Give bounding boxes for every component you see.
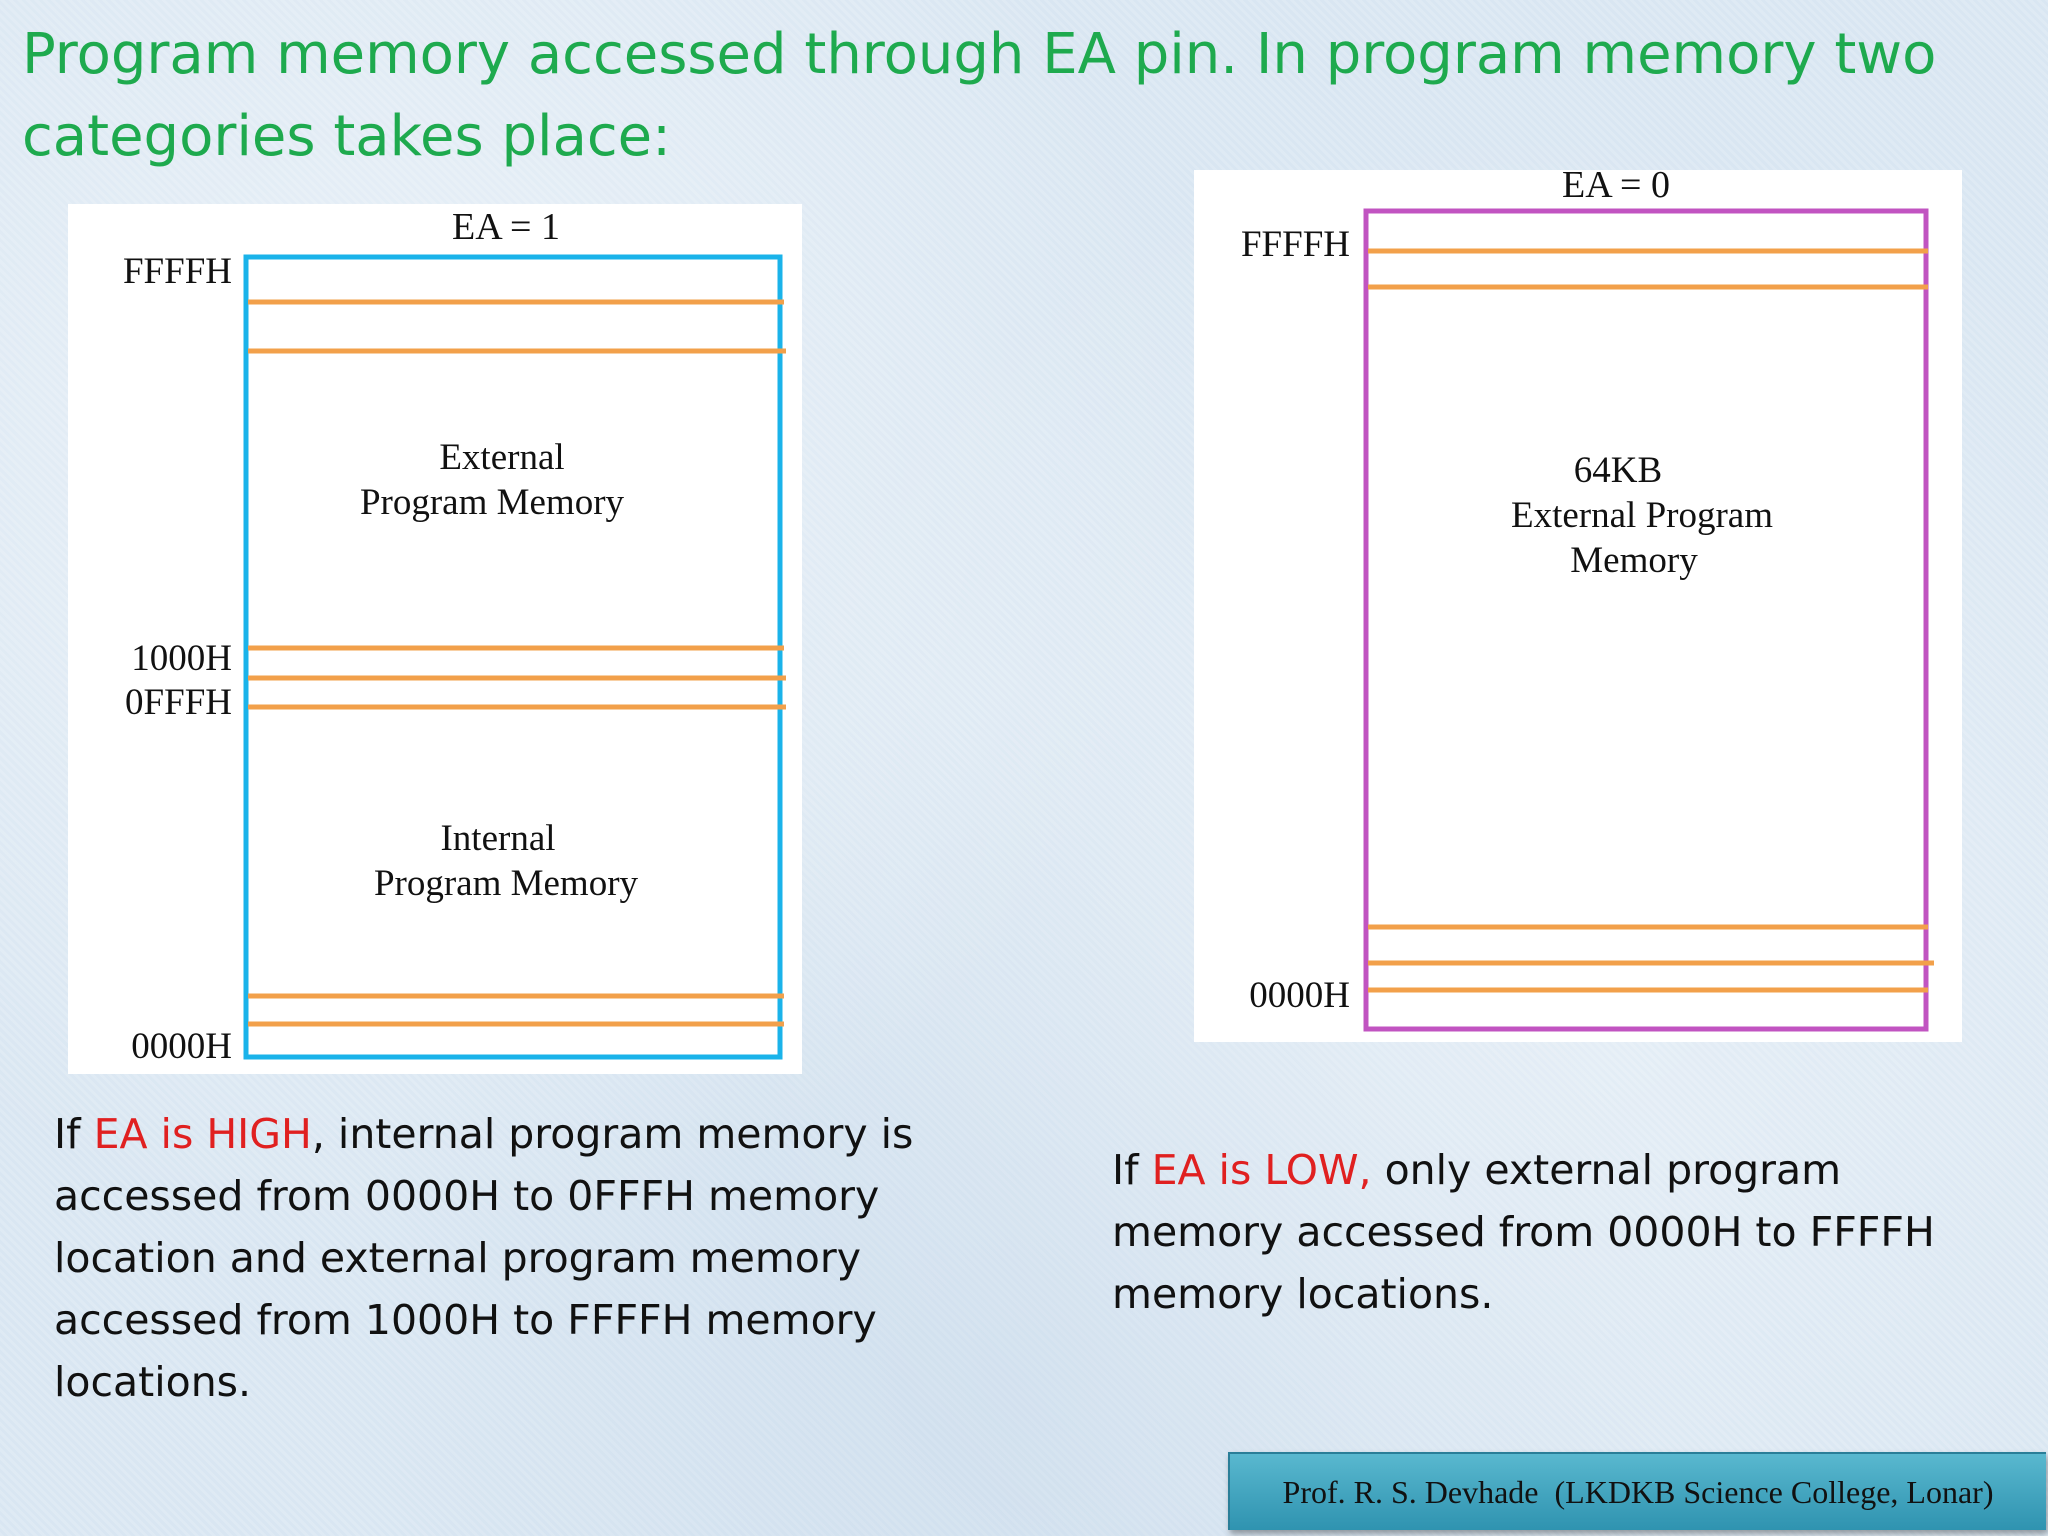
para-rest: only external program memory accessed fr…: [1112, 1146, 1935, 1318]
address-top-label: FFFFH: [123, 251, 232, 292]
address-bottom-label: 0000H: [1249, 975, 1350, 1016]
address-top-label: FFFFH: [1241, 224, 1350, 265]
external-region-line3: Memory: [1570, 540, 1698, 581]
ea-high-highlight: EA is HIGH: [93, 1110, 312, 1158]
ea-low-description: If EA is LOW, only external program memo…: [1112, 1139, 1992, 1325]
address-1000h-label: 1000H: [131, 638, 232, 679]
external-region-line1: 64KB: [1574, 450, 1662, 491]
para-prefix: If: [1112, 1146, 1152, 1194]
ea-low-header: EA = 0: [1562, 170, 1670, 206]
slide-title: Program memory accessed through EA pin. …: [22, 22, 1937, 169]
internal-region-line2: Program Memory: [374, 863, 639, 904]
memory-block-frame: [1363, 208, 1929, 1032]
ea-low-memory-map: EA = 0 FFFFH 0000H 64KB External Program…: [1194, 170, 1962, 1042]
address-boundary-lines: [1368, 248, 1934, 993]
external-region-line2: Program Memory: [360, 482, 625, 523]
external-region-line2: External Program: [1511, 495, 1773, 536]
footer-credit-box: Prof. R. S. Devhade (LKDKB Science Colle…: [1228, 1452, 2046, 1530]
ea-high-memory-map: EA = 1 FFFFH 1000H 0FFFH 0000H External …: [68, 204, 802, 1074]
footer-credit-text: Prof. R. S. Devhade (LKDKB Science Colle…: [1282, 1473, 1994, 1510]
external-region-line1: External: [439, 437, 564, 478]
ea-high-description: If EA is HIGH, internal program memory i…: [54, 1103, 954, 1413]
ea-low-highlight: EA is LOW,: [1151, 1146, 1372, 1194]
ea-high-header: EA = 1: [452, 206, 560, 248]
address-0fffh-label: 0FFFH: [125, 682, 232, 723]
internal-region-line1: Internal: [440, 818, 555, 859]
para-prefix: If: [54, 1110, 94, 1158]
memory-block-frame: [243, 254, 783, 1060]
para-rest: , internal program memory is accessed fr…: [54, 1110, 914, 1406]
address-boundary-lines: [248, 299, 786, 1027]
address-bottom-label: 0000H: [131, 1026, 232, 1067]
